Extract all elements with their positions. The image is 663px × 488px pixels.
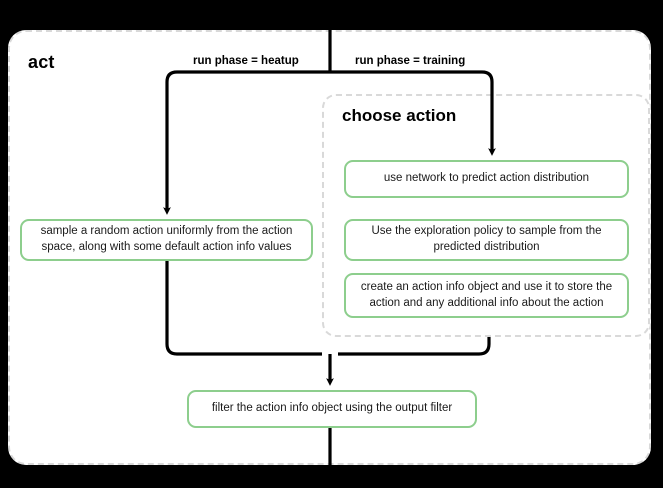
- node-sample-random-action[interactable]: sample a random action uniformly from th…: [20, 219, 313, 261]
- node-exploration-policy-sample[interactable]: Use the exploration policy to sample fro…: [344, 219, 629, 261]
- node-create-action-info-object[interactable]: create an action info object and use it …: [344, 273, 629, 318]
- edge-label-heatup: run phase = heatup: [193, 55, 299, 67]
- edge-label-training: run phase = training: [355, 55, 466, 67]
- node-use-network-predict-distribution[interactable]: use network to predict action distributi…: [344, 160, 629, 198]
- node-filter-action-info-output-filter[interactable]: filter the action info object using the …: [187, 390, 477, 428]
- choose-action-title: choose action: [342, 106, 457, 125]
- page-title: act: [28, 52, 55, 72]
